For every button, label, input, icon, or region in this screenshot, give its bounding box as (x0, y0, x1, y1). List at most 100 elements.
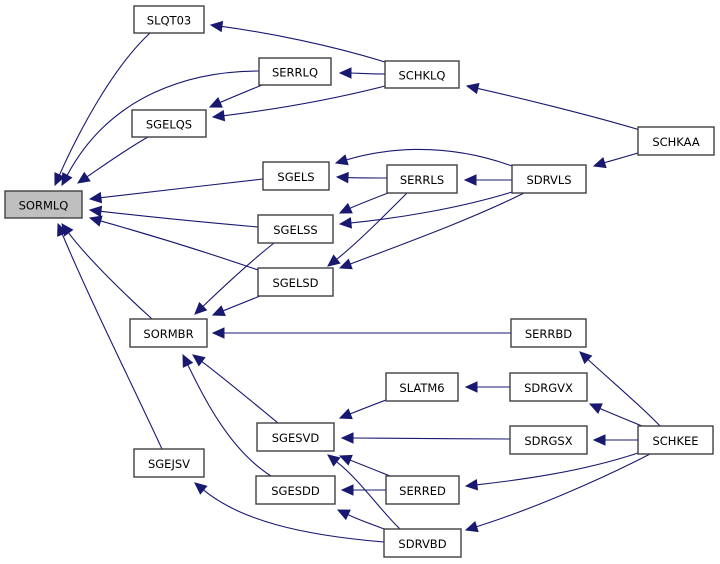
arrowhead-icon (211, 305, 226, 316)
edge-serrls-to-sgelss (338, 192, 389, 214)
edge-line (350, 72, 386, 75)
node-box[interactable] (133, 5, 205, 34)
node-serrlq[interactable]: SERRLQ (258, 57, 332, 86)
edge-sdrgvx-to-slatm6 (464, 381, 511, 393)
arrowhead-icon (334, 154, 349, 166)
arrowhead-icon (464, 381, 478, 393)
arrowhead-icon (194, 301, 208, 315)
node-sgesdd[interactable]: SGESDD (255, 475, 336, 505)
node-label: SCHKLQ (399, 69, 446, 83)
edge-line (346, 148, 513, 167)
node-box[interactable] (4, 190, 83, 219)
edge-line (350, 191, 513, 224)
arrowhead-icon (579, 351, 593, 365)
node-slatm6[interactable]: SLATM6 (385, 372, 459, 402)
edge-schklq-to-serrlq (338, 67, 386, 79)
edge-sdrvls-to-sgelsd (338, 192, 525, 270)
node-sgelqs[interactable]: SGELQS (131, 109, 207, 138)
node-box[interactable] (258, 57, 332, 86)
node-box[interactable] (384, 60, 460, 89)
edge-sdrvls-to-sgelss (338, 191, 513, 229)
node-sgelss[interactable]: SGELSS (257, 214, 334, 244)
node-label: SGELSS (273, 223, 317, 237)
node-box[interactable] (133, 448, 205, 478)
node-box[interactable] (383, 528, 462, 558)
arrowhead-icon (592, 157, 607, 169)
edge-line (100, 210, 259, 228)
edge-serred-to-sgesvd (338, 454, 391, 477)
edge-line (203, 489, 385, 543)
edge-line (476, 452, 639, 486)
edge-line (350, 399, 387, 415)
edge-line (86, 136, 149, 178)
edge-line (350, 459, 391, 477)
arrowhead-icon (61, 172, 73, 187)
node-sdrvls[interactable]: SDRVLS (511, 164, 587, 194)
node-sdrvbd[interactable]: SDRVBD (383, 528, 462, 558)
node-schklq[interactable]: SCHKLQ (384, 60, 460, 89)
arrowhead-icon (338, 454, 353, 466)
edge-line (587, 359, 661, 427)
node-box[interactable] (257, 267, 334, 297)
arrowhead-icon (77, 171, 91, 184)
node-label: SGESDD (271, 484, 320, 498)
node-box[interactable] (637, 126, 715, 156)
node-box[interactable] (385, 475, 460, 505)
node-slqt03[interactable]: SLQT03 (133, 5, 205, 34)
node-box[interactable] (511, 164, 587, 194)
node-label: SGEJSV (148, 457, 190, 471)
node-sdrgvx[interactable]: SDRGVX (509, 372, 588, 402)
arrowhead-icon (327, 454, 341, 467)
node-box[interactable] (385, 372, 459, 402)
node-serred[interactable]: SERRED (385, 475, 460, 505)
edge-line (350, 192, 525, 265)
node-box[interactable] (257, 214, 334, 244)
node-label: SCHKAA (652, 135, 700, 149)
edge-serrlq-to-sgelqs (208, 84, 263, 108)
node-box[interactable] (637, 425, 714, 455)
edge-line (336, 192, 408, 260)
arrowhead-icon (335, 171, 349, 184)
node-box[interactable] (131, 109, 207, 138)
edge-line (100, 220, 259, 271)
edge-sdrgsx-to-sgesvd (340, 432, 511, 444)
edge-line (219, 84, 263, 104)
node-label: SDRGSX (524, 434, 572, 448)
node-box[interactable] (255, 475, 336, 505)
node-box[interactable] (386, 164, 458, 194)
edges-layer (54, 20, 661, 543)
node-sormlq[interactable]: SORMLQ (4, 190, 83, 219)
edge-schkee-to-sdrgsx (592, 434, 638, 446)
node-sgesvd[interactable]: SGESVD (256, 422, 335, 452)
node-box[interactable] (262, 161, 330, 191)
node-sdrgsx[interactable]: SDRGSX (509, 425, 588, 455)
arrowhead-icon (327, 254, 341, 267)
edge-schklq-to-slqt03 (209, 20, 386, 63)
edge-sdrvbd-to-sgesvd (327, 454, 401, 530)
arrowhead-icon (54, 172, 65, 187)
node-sgelsd[interactable]: SGELSD (257, 267, 334, 297)
arrowhead-icon (338, 408, 353, 420)
node-box[interactable] (129, 318, 208, 348)
node-box[interactable] (510, 318, 587, 348)
node-sgejsv[interactable]: SGEJSV (133, 448, 205, 478)
arrowhead-icon (338, 217, 353, 229)
edge-sormbr-to-sormlq (61, 223, 153, 320)
node-serrbd[interactable]: SERRBD (510, 318, 587, 348)
node-box[interactable] (509, 425, 588, 455)
node-box[interactable] (256, 422, 335, 452)
node-sormbr[interactable]: SORMBR (129, 318, 208, 348)
node-box[interactable] (509, 372, 588, 402)
arrowhead-icon (209, 20, 224, 33)
node-sgels[interactable]: SGELS (262, 161, 330, 191)
edge-sdrvbd-to-sgejsv (194, 482, 385, 543)
node-schkaa[interactable]: SCHKAA (637, 126, 715, 156)
edge-sdrvls-to-serrls (463, 174, 512, 186)
edge-line (187, 364, 272, 477)
edge-sgelsd-to-sormbr (211, 295, 261, 316)
node-serrls[interactable]: SERRLS (386, 164, 458, 194)
node-schkee[interactable]: SCHKEE (637, 425, 714, 455)
arrowhead-icon (338, 67, 352, 79)
